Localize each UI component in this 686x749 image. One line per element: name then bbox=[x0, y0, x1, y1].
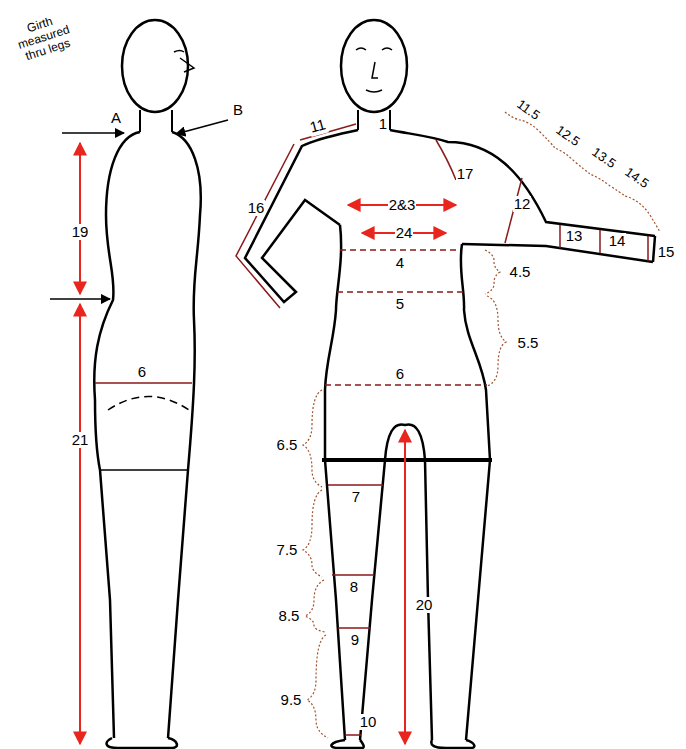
callout-number: A bbox=[110, 110, 122, 127]
callout-number: 20 bbox=[415, 597, 434, 614]
callout-number: 19 bbox=[71, 224, 90, 241]
girth-note: Girth measured thru legs bbox=[7, 9, 80, 66]
callout-number: 14.5 bbox=[622, 164, 653, 191]
callout-number: 10 bbox=[359, 714, 378, 731]
callout-number: 13.5 bbox=[589, 144, 620, 171]
callout-number: 5.5 bbox=[517, 335, 540, 352]
callout-number: 8 bbox=[349, 579, 359, 596]
callout-number: 14 bbox=[608, 233, 627, 250]
callout-number: 16 bbox=[247, 200, 266, 217]
callout-number: 2&3 bbox=[388, 197, 417, 214]
callout-number: 6 bbox=[395, 366, 405, 383]
callout-number: 8.5 bbox=[278, 608, 301, 625]
callout-number: 24 bbox=[395, 225, 414, 242]
callout-number: 9 bbox=[350, 632, 360, 649]
callout-number: 11 bbox=[307, 116, 328, 136]
callout-number: 21 bbox=[71, 432, 90, 449]
callout-number: 7.5 bbox=[276, 542, 299, 559]
callout-number: 4.5 bbox=[509, 264, 532, 281]
half-step-braces bbox=[303, 112, 660, 738]
side-figure bbox=[94, 20, 201, 748]
side-measure-lines bbox=[50, 120, 228, 744]
callout-number: 5 bbox=[395, 296, 405, 313]
callout-number: 12 bbox=[513, 196, 532, 213]
callout-number: 17 bbox=[456, 166, 475, 183]
callout-number: 7 bbox=[351, 489, 361, 506]
front-figure bbox=[236, 20, 655, 748]
front-measure-lines bbox=[325, 205, 487, 744]
callout-number: 6.5 bbox=[276, 437, 299, 454]
callout-number: 11.5 bbox=[513, 97, 543, 124]
callout-number: 6 bbox=[137, 364, 147, 381]
callout-number: B bbox=[232, 102, 244, 119]
callout-number: 9.5 bbox=[280, 692, 303, 709]
callout-number: 4 bbox=[395, 255, 405, 272]
callout-number: 1 bbox=[378, 116, 388, 133]
callout-number: 12.5 bbox=[553, 122, 584, 149]
callout-number: 13 bbox=[565, 228, 584, 245]
callout-number: 15 bbox=[657, 244, 676, 261]
